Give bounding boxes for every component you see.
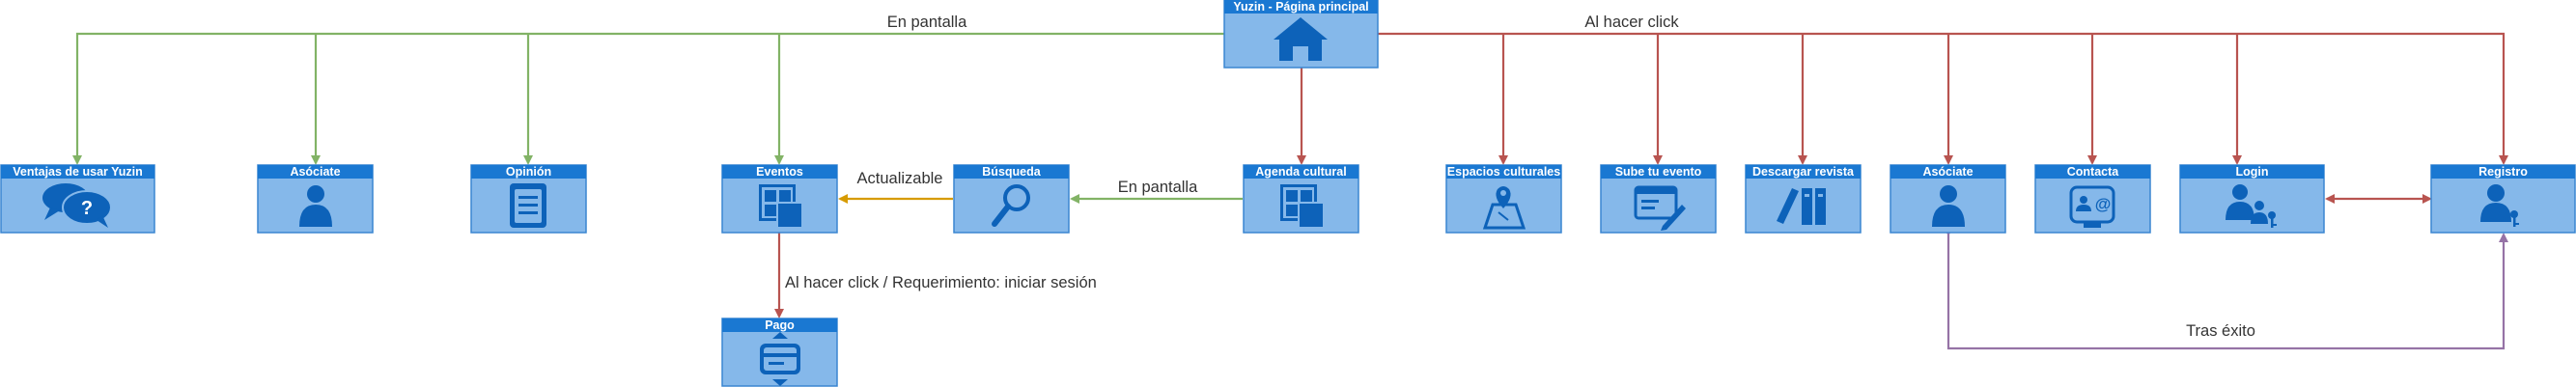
grid-icon (1280, 184, 1325, 229)
node-ventajas[interactable]: Ventajas de usar Yuzin ? (0, 164, 155, 234)
node-title: Descargar revista (1752, 165, 1855, 179)
node-title: Eventos (756, 165, 803, 179)
node-asociate[interactable]: Asóciate (257, 164, 374, 234)
user-icon (299, 185, 332, 227)
edge-label-tras-exito: Tras éxito (2186, 322, 2255, 340)
svg-text:?: ? (81, 198, 93, 219)
grid-icon (759, 184, 803, 229)
browser-edit-icon (1634, 185, 1686, 231)
node-sube[interactable]: Sube tu evento (1600, 164, 1717, 234)
edge-label-en-pantalla-mid: En pantalla (1118, 179, 1198, 196)
node-pago[interactable]: Pago (721, 318, 838, 387)
edge-label-pago-requirement: Al hacer click / Requerimiento: iniciar … (785, 274, 1097, 291)
node-registro[interactable]: Registro (2430, 164, 2576, 234)
node-login[interactable]: Login (2179, 164, 2325, 234)
edge-home-registro (1378, 32, 2508, 165)
edge-label-en-pantalla-top: En pantalla (887, 14, 967, 31)
node-eventos[interactable]: Eventos (721, 164, 838, 234)
node-title: Login (2235, 165, 2268, 179)
node-asociate-2[interactable]: Asóciate (1890, 164, 2006, 234)
node-title: Registro (2478, 165, 2528, 179)
node-busqueda[interactable]: Búsqueda (953, 164, 1070, 234)
payment-icon (760, 332, 800, 386)
node-title: Pago (765, 318, 795, 332)
node-title: Asóciate (1922, 165, 1973, 179)
map-pin-icon (1482, 186, 1526, 230)
user-key-icon (2480, 184, 2519, 227)
node-agenda[interactable]: Agenda cultural (1243, 164, 1359, 234)
magnifier-icon (992, 184, 1030, 227)
node-title: Ventajas de usar Yuzin (13, 165, 143, 179)
contact-card-icon: @ (2069, 185, 2115, 228)
node-espacios[interactable]: Espacios culturales (1445, 164, 1562, 234)
node-title: Sube tu evento (1615, 165, 1702, 179)
edge-label-actualizable: Actualizable (857, 170, 943, 187)
svg-text:@: @ (2095, 195, 2112, 213)
node-title: Espacios culturales (1447, 165, 1560, 179)
edge-label-al-hacer-click: Al hacer click (1584, 14, 1679, 31)
edge-home-ventajas (72, 32, 1224, 165)
node-descargar[interactable]: Descargar revista (1745, 164, 1862, 234)
node-title: Asóciate (290, 165, 340, 179)
home-icon (1274, 17, 1328, 61)
help-chat-icon: ? (42, 183, 112, 228)
node-title: Contacta (2067, 165, 2120, 179)
user-icon (1932, 185, 1965, 227)
node-title: Búsqueda (982, 165, 1041, 179)
library-icon (1777, 188, 1826, 225)
node-home[interactable]: Yuzin - Página principal (1223, 0, 1379, 69)
document-icon (510, 183, 546, 228)
node-opinion[interactable]: Opinión (470, 164, 587, 234)
users-key-icon (2226, 184, 2277, 228)
node-title: Yuzin - Página principal (1233, 0, 1368, 14)
node-contacta[interactable]: Contacta @ (2034, 164, 2151, 234)
node-title: Agenda cultural (1255, 165, 1346, 179)
edge-asociate-registro (1944, 227, 2508, 350)
node-title: Opinión (506, 165, 551, 179)
